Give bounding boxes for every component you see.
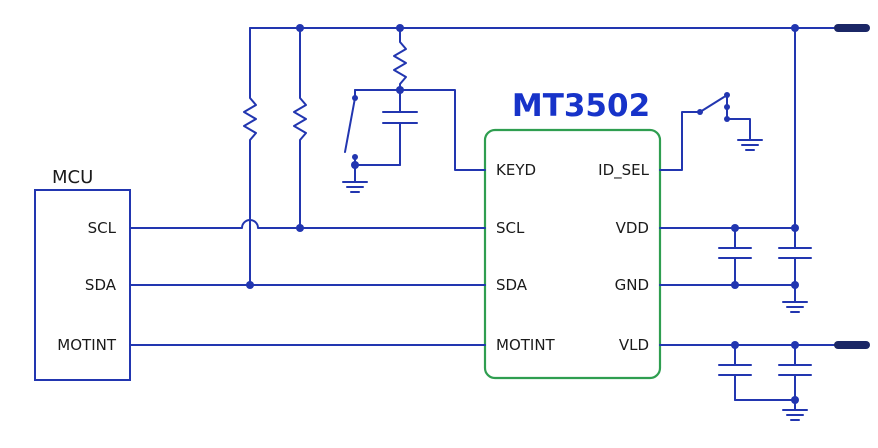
resistor-scl-pullup [293,27,307,229]
mcu-label: MCU [52,167,93,188]
junction-dot [296,224,304,232]
ground-id-select [726,118,763,151]
ground-gnd-pin [782,284,808,313]
junction-dots [246,24,799,404]
capacitor-vld-1 [718,344,752,401]
junction-dot [791,224,799,232]
junction-dot [731,341,739,349]
mcu-pin-sda: SDA [85,276,117,294]
chip-pin-gnd: GND [615,276,649,294]
switch-terminal [352,95,358,101]
junction-dot [351,161,359,169]
switch-terminal [724,104,730,110]
chip-pin-scl: SCL [496,219,525,237]
chip-box [483,128,662,380]
switch-blade [699,96,725,113]
chip-pin-motint: MOTINT [496,336,556,354]
chip-title: MT3502 [512,88,650,124]
junction-dot [731,281,739,289]
resistor-keyd-pullup [393,27,407,91]
mcu-pin-motint: MOTINT [57,336,117,354]
resistor-sda-pullup [243,27,257,286]
capacitor-keyd [382,89,418,166]
junction-dot [246,281,254,289]
chip-pin-vld: VLD [619,336,649,354]
wire-scl [129,219,486,229]
ground-key-switch [342,164,368,193]
switch-key [344,89,358,166]
junction-dot [791,24,799,32]
junction-dot [396,24,404,32]
ground-lead [726,118,751,141]
capacitor-vdd-1 [718,227,752,286]
wires [129,27,835,421]
chip-pin-keyd: KEYD [496,161,536,179]
switch-terminal [724,92,730,98]
wire-idsel [659,111,701,171]
junction-dot [791,341,799,349]
switch-terminal [697,109,703,115]
switch-blade [344,97,356,153]
capacitor-vdd-2 [778,227,812,286]
junction-dot [396,86,404,94]
switch-id-select [697,92,730,122]
junction-dot [731,224,739,232]
wire-keyd-node [354,89,486,171]
mcu-pin-scl: SCL [88,219,117,237]
chip-pin-idsel: ID_SEL [598,161,649,180]
mcu-box [34,189,131,381]
junction-dot [791,396,799,404]
capacitor-vld-2 [778,344,812,401]
chip-pin-vdd: VDD [616,219,649,237]
chip-pin-sda: SDA [496,276,528,294]
switch-terminal [352,154,358,160]
junction-dot [296,24,304,32]
junction-dot [791,281,799,289]
